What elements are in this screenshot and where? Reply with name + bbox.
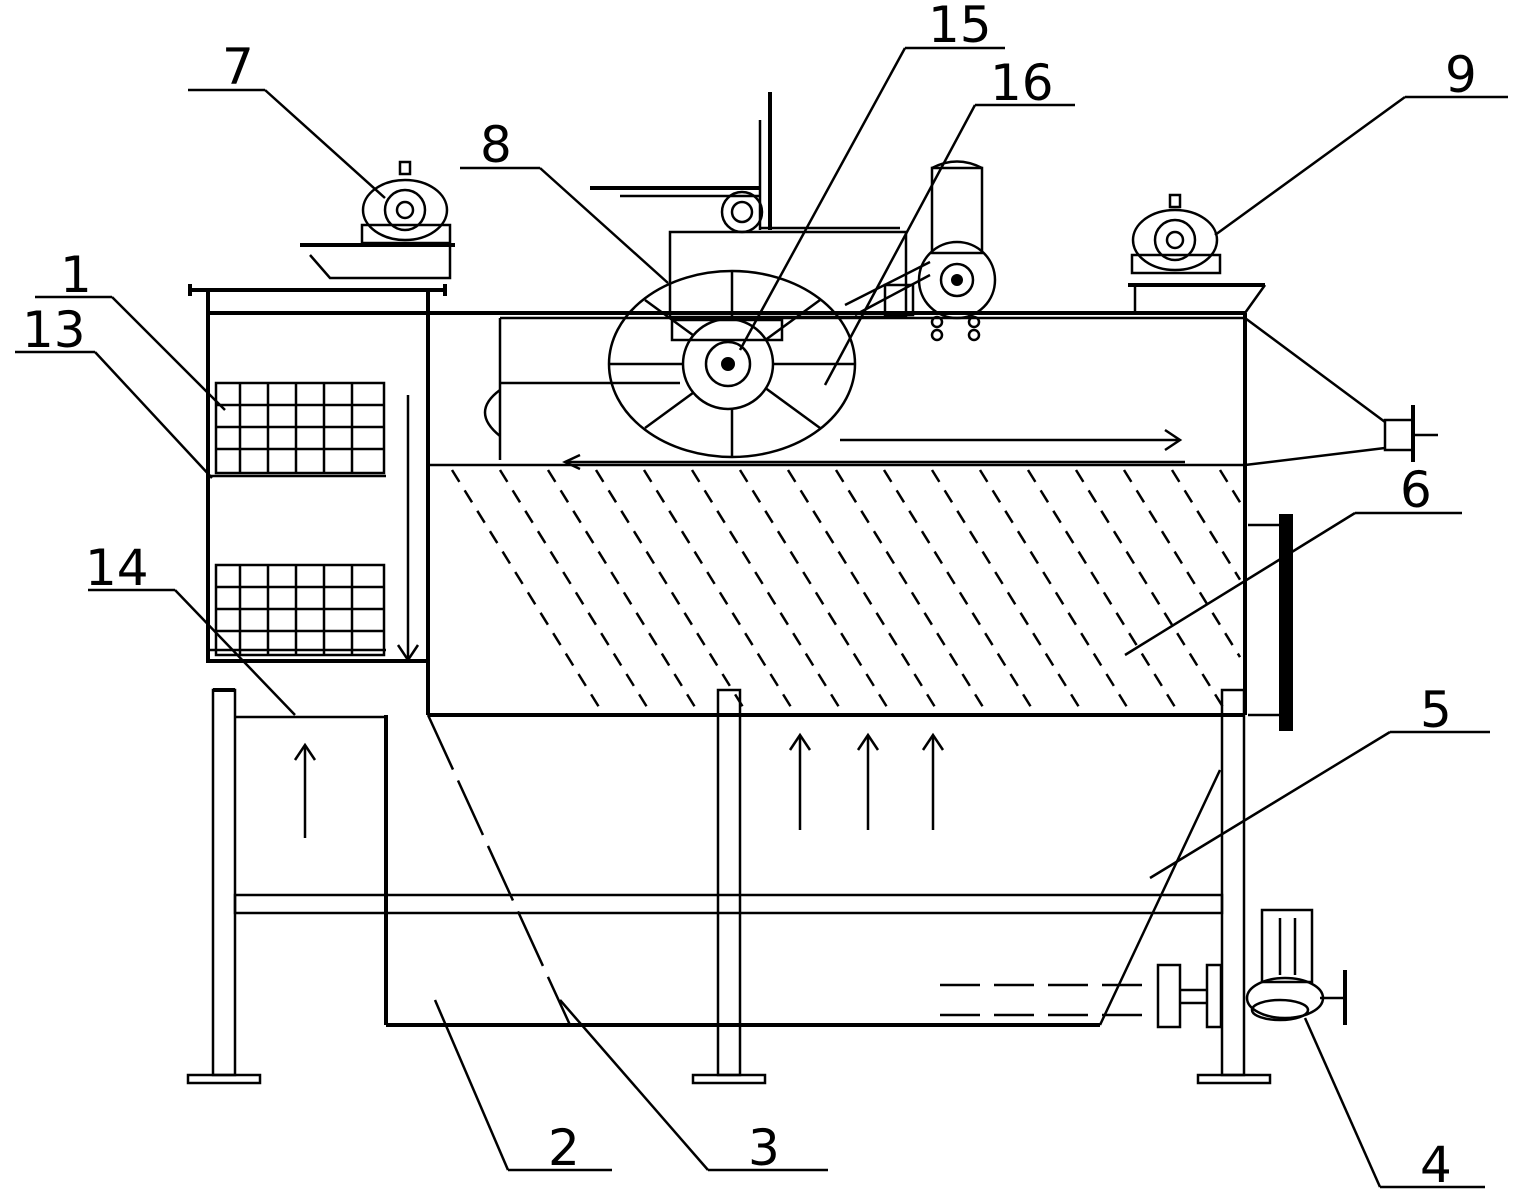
plate-hatch-line	[1170, 469, 1242, 581]
callout-6: 6	[1400, 461, 1432, 519]
callout-labels: 7 8 15 16 9 1 13 14 6 5 2 3 4	[22, 0, 1477, 1194]
filter-screen-lower	[214, 563, 386, 657]
inclined-plate-pack	[450, 469, 1242, 716]
motor-7	[300, 160, 455, 280]
plate-hatch-line	[978, 469, 1133, 716]
plate-hatch-line	[498, 469, 653, 716]
plate-hatch-line	[1074, 469, 1229, 716]
callout-2: 2	[548, 1119, 580, 1177]
callout-3: 3	[748, 1119, 780, 1177]
plate-hatch-line	[738, 469, 893, 716]
wheel-drive-unit	[590, 92, 908, 319]
plate-hatch-line	[882, 469, 1037, 716]
callout-15: 15	[928, 0, 992, 54]
downflow-arrow	[396, 395, 420, 663]
plate-hatch-line	[546, 469, 701, 716]
surface-flow-arrows	[483, 381, 1185, 471]
callout-9: 9	[1445, 46, 1477, 104]
callout-7: 7	[222, 38, 254, 96]
skimmer-wheel	[607, 269, 857, 459]
level-gauge	[1248, 514, 1293, 731]
main-tank	[426, 311, 1247, 717]
plate-hatch-line	[930, 469, 1085, 716]
sludge-hopper	[384, 714, 1222, 1027]
callout-leaders	[15, 46, 1508, 1189]
filter-screen-upper	[214, 381, 386, 475]
plate-hatch-line	[1218, 469, 1242, 503]
upflow-arrows	[293, 732, 945, 838]
callout-1: 1	[60, 246, 92, 304]
callout-16: 16	[990, 54, 1054, 112]
outlet-nozzle	[1244, 316, 1438, 467]
callout-8: 8	[480, 116, 512, 174]
plate-hatch-line	[1122, 469, 1242, 658]
plate-hatch-line	[834, 469, 989, 716]
plate-hatch-line	[690, 469, 845, 716]
plate-hatch-line	[642, 469, 797, 716]
gear-motor	[844, 160, 997, 342]
plate-hatch-line	[1026, 469, 1181, 716]
motor-9	[1128, 193, 1267, 314]
plate-hatch-line	[786, 469, 941, 716]
plate-hatch-line	[594, 469, 749, 716]
sludge-pump	[1156, 908, 1347, 1029]
callout-4: 4	[1420, 1136, 1452, 1194]
support-frame	[186, 688, 1272, 1085]
callout-13: 13	[22, 301, 86, 359]
plate-hatch-line	[450, 469, 605, 716]
callout-5: 5	[1420, 681, 1452, 739]
callout-14: 14	[85, 539, 149, 597]
